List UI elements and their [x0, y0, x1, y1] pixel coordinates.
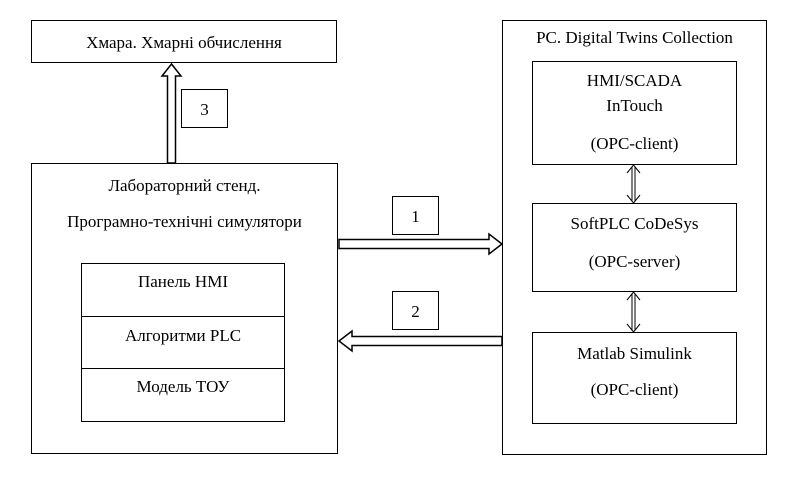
matlab-line2: (OPC-client) [590, 380, 679, 399]
arrow-2-label: 2 [411, 302, 420, 321]
arrow-1-label-box: 1 [392, 196, 439, 235]
tou-model-label: Модель ТОУ [136, 377, 230, 396]
softplc-line2: (OPC-server) [588, 252, 681, 271]
hmi-panel-box: Панель HMI [81, 263, 285, 317]
hmi-scada-line1: HMI/SCADA [586, 71, 683, 90]
hmi-scada-line3: (OPC-client) [590, 134, 679, 153]
lab-title-line2: Програмно-технічні симулятори [67, 212, 302, 231]
arrow-3-label: 3 [200, 100, 209, 119]
arrow-3-up [160, 62, 183, 164]
tou-model-box: Модель ТОУ [81, 368, 285, 422]
arrow-2-left [337, 329, 503, 353]
lab-title-line1: Лабораторний стенд. [108, 176, 261, 195]
plc-algorithms-box: Алгоритми PLC [81, 316, 285, 369]
matlab-line1: Matlab Simulink [577, 344, 692, 363]
matlab-box: Matlab Simulink (OPC-client) [532, 332, 737, 424]
arrow-2-label-box: 2 [392, 291, 439, 330]
arrow-1-right [338, 232, 504, 256]
hmi-panel-label: Панель HMI [137, 272, 228, 291]
plc-algorithms-label: Алгоритми PLC [124, 326, 242, 345]
cloud-label: Хмара. Хмарні обчислення [86, 33, 282, 52]
hmi-scada-line2: InTouch [606, 96, 663, 115]
arrow-1-label: 1 [411, 207, 420, 226]
softplc-box: SoftPLC CoDeSys (OPC-server) [532, 203, 737, 292]
arrow-3-label-box: 3 [181, 89, 228, 128]
cloud-box: Хмара. Хмарні обчислення [31, 20, 337, 63]
softplc-line1: SoftPLC CoDeSys [570, 214, 699, 233]
hmi-scada-box: HMI/SCADA InTouch (OPC-client) [532, 61, 737, 165]
pc-title: PC. Digital Twins Collection [536, 28, 733, 47]
